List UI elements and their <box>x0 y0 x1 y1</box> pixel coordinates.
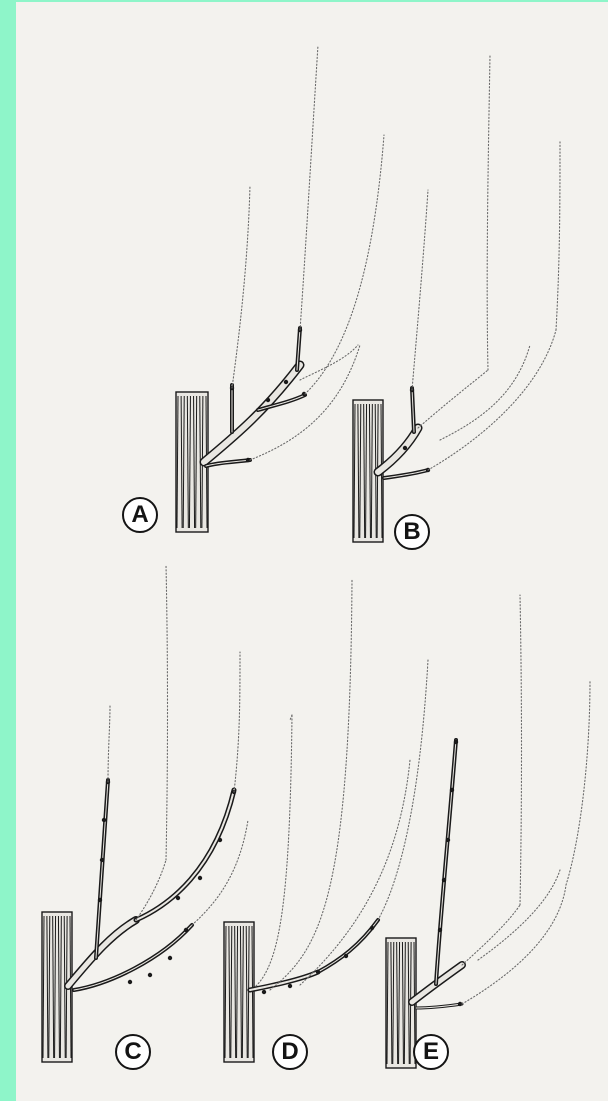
future-growth-line <box>300 45 318 330</box>
bud <box>218 838 222 842</box>
future-growth-line <box>520 595 522 905</box>
future-growth-line <box>412 190 428 390</box>
bud <box>344 954 348 958</box>
panel-label-c: C <box>115 1034 151 1070</box>
bud <box>450 788 454 792</box>
branch <box>136 790 234 920</box>
panel-label-a: A <box>122 497 158 533</box>
future-growth-line <box>270 580 352 990</box>
future-growth-line <box>232 185 250 388</box>
bud <box>184 928 188 932</box>
bud <box>454 740 458 744</box>
bud <box>128 980 132 984</box>
bud <box>288 984 292 988</box>
bud <box>98 898 102 902</box>
bud <box>316 970 320 974</box>
branch <box>318 920 378 972</box>
future-growth-line <box>418 370 488 428</box>
future-growth-line <box>566 680 590 885</box>
future-growth-line <box>300 345 358 380</box>
bud <box>438 928 442 932</box>
future-growth-line <box>440 345 530 440</box>
bud <box>168 956 172 960</box>
future-growth-line <box>556 140 560 330</box>
bud <box>442 878 446 882</box>
panel-e-drawing <box>386 595 590 1068</box>
future-growth-line <box>234 652 240 792</box>
branch-fill <box>436 740 456 984</box>
branch-fill <box>96 780 108 958</box>
panel-b-drawing <box>353 55 560 542</box>
bud <box>403 446 407 450</box>
bud <box>262 990 266 994</box>
future-growth-line <box>487 55 490 370</box>
bud <box>266 398 270 402</box>
future-growth-line <box>378 660 428 920</box>
branch-fill <box>136 790 234 920</box>
bud <box>102 818 106 822</box>
bud <box>148 973 152 977</box>
bud <box>176 896 180 900</box>
panel-c-drawing <box>42 565 248 1062</box>
future-growth-line <box>256 715 292 986</box>
future-growth-line <box>108 706 110 782</box>
future-growth-line <box>462 885 566 1004</box>
future-growth-line <box>305 135 384 394</box>
bud <box>284 380 288 384</box>
bud <box>100 858 104 862</box>
branch-fill <box>318 920 378 972</box>
panel-label-b: B <box>394 514 430 550</box>
future-growth-line <box>462 905 520 965</box>
bud <box>198 876 202 880</box>
bud <box>446 838 450 842</box>
future-growth-line <box>478 870 560 960</box>
future-growth-line <box>166 565 168 860</box>
bud <box>370 926 374 930</box>
future-growth-line <box>428 330 556 470</box>
panel-label-d: D <box>272 1034 308 1070</box>
panel-label-e: E <box>413 1034 449 1070</box>
